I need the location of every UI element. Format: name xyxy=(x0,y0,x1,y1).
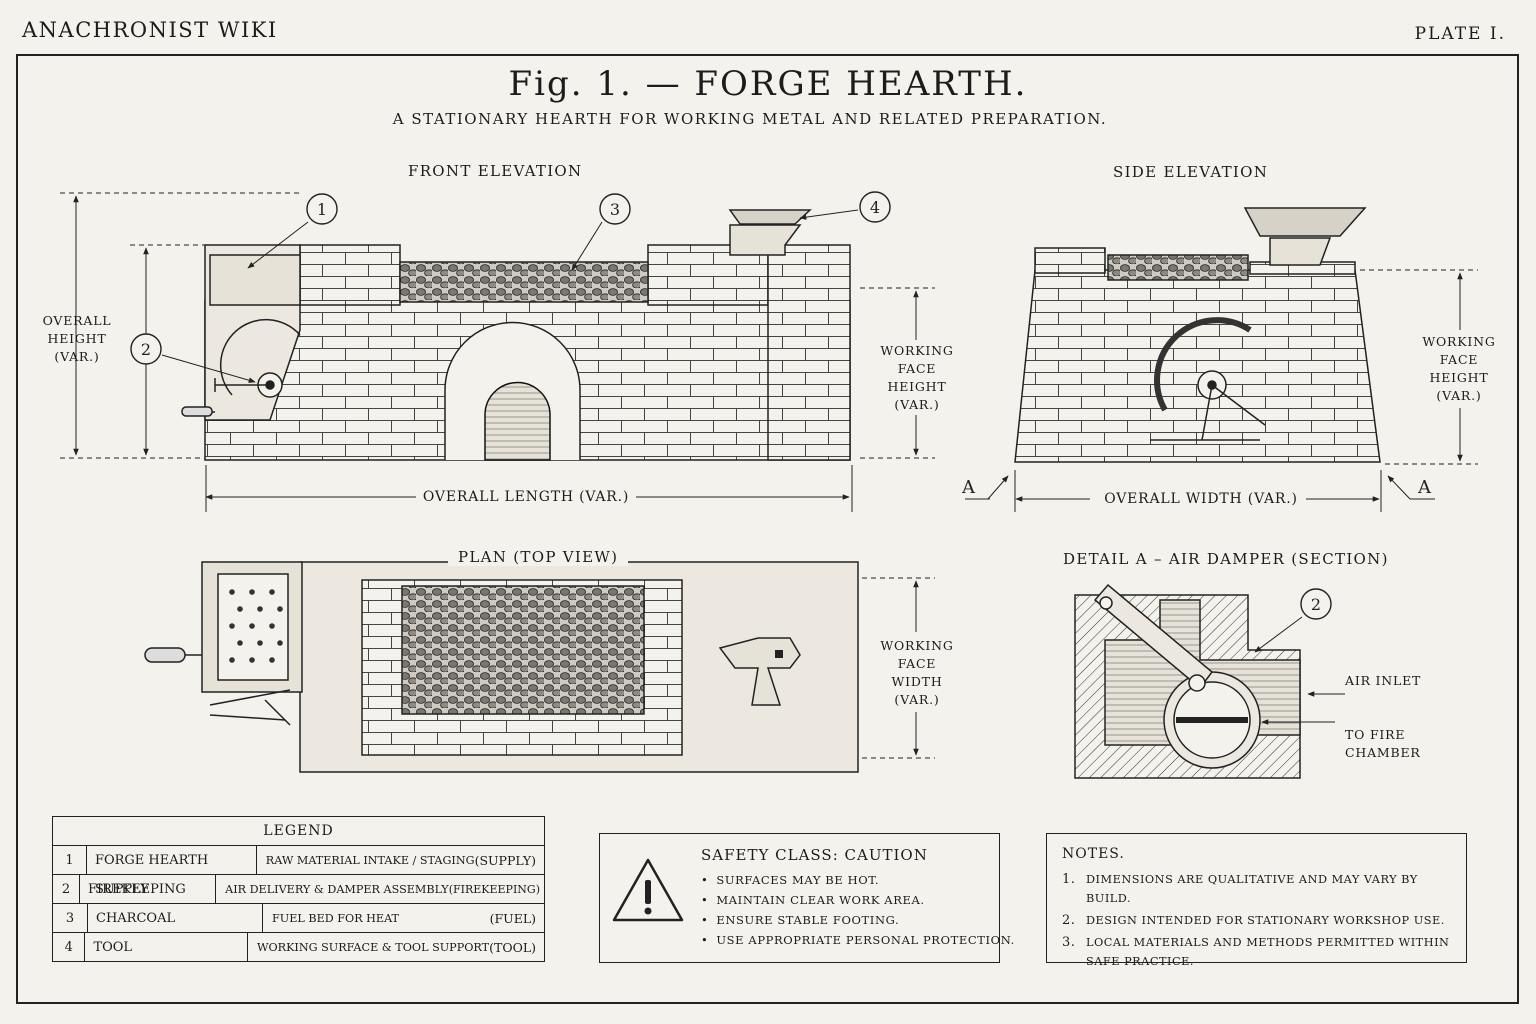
legend-description: FUEL BED FOR HEAT xyxy=(272,912,400,925)
overall-length-label: OVERALL LENGTH (VAR.) xyxy=(416,488,636,506)
list-item: 1. DIMENSIONS ARE QUALITATIVE AND MAY VAR… xyxy=(1062,870,1452,908)
section-mark-left: A xyxy=(961,477,976,498)
perforation-hole xyxy=(257,640,263,646)
legend-number: 2 xyxy=(53,875,81,903)
perforation-hole xyxy=(269,623,275,629)
side-dimensions xyxy=(965,269,1478,512)
note-text: LOCAL MATERIALS AND METHODS PERMITTED WI… xyxy=(1086,936,1450,968)
perforation-hole xyxy=(237,640,243,646)
perforation-hole xyxy=(249,623,255,629)
legend-number: 4 xyxy=(53,933,86,962)
perforation-hole xyxy=(237,606,243,612)
perforation-hole xyxy=(249,657,255,663)
list-item: MAINTAIN CLEAR WORK AREA. xyxy=(701,890,1015,910)
legend-title: LEGEND xyxy=(53,817,544,846)
list-item: SURFACES MAY BE HOT. xyxy=(701,870,1015,890)
note-number: 2. xyxy=(1062,913,1076,928)
perforation-hole xyxy=(269,657,275,663)
working-face-width-label: WORKING FACE WIDTH (VAR.) xyxy=(880,638,954,707)
note-text: DIMENSIONS ARE QUALITATIVE AND MAY VARY … xyxy=(1086,873,1418,905)
safety-box: SAFETY CLASS: CAUTION SURFACES MAY BE HO… xyxy=(599,833,1014,963)
legend-number: 3 xyxy=(53,904,88,932)
perforation-hole xyxy=(249,589,255,595)
note-number: 3. xyxy=(1062,935,1076,950)
to-fire-chamber-label: TO FIRE CHAMBER xyxy=(1345,727,1421,760)
section-marks: A A xyxy=(961,477,1432,498)
callout-4: 4 xyxy=(870,198,880,217)
legend-description: RAW MATERIAL INTAKE / STAGING xyxy=(265,854,475,867)
front-elevation xyxy=(181,209,851,461)
table-row: 3 CHARCOAL FUEL BED FOR HEAT (FUEL) xyxy=(53,904,544,933)
side-working-face-height-label: WORKING FACE HEIGHT (VAR.) xyxy=(1422,334,1496,403)
detail-a-section xyxy=(1074,583,1301,779)
callout-2: 2 xyxy=(141,340,151,359)
note-number: 1. xyxy=(1062,872,1076,887)
warning-icon xyxy=(612,858,684,922)
legend-description: WORKING SURFACE & TOOL SUPPORT xyxy=(256,941,490,954)
safety-list: SURFACES MAY BE HOT. MAINTAIN CLEAR WORK… xyxy=(701,870,1015,950)
list-item: ENSURE STABLE FOOTING. xyxy=(701,910,1015,930)
figure-title: Fig. 1. — FORGE HEARTH. xyxy=(508,64,1028,104)
list-item: 3. LOCAL MATERIALS AND METHODS PERMITTED … xyxy=(1062,933,1452,971)
detail-leaders xyxy=(1261,691,1345,725)
legend-name: CHARCOAL xyxy=(88,904,263,932)
callout-circles xyxy=(130,191,1332,620)
perforation-hole xyxy=(229,623,235,629)
legend-name: TOOL xyxy=(85,933,248,962)
legend-name: FIREKEEPING xyxy=(80,875,217,903)
table-row: 4 TOOL WORKING SURFACE & TOOL SUPPORT (T… xyxy=(53,933,544,962)
list-item: 2. DESIGN INTENDED FOR STATIONARY WORKSHO… xyxy=(1062,911,1452,930)
working-face-height-label: WORKING FACE HEIGHT (VAR.) xyxy=(880,343,954,412)
callout-2-detail: 2 xyxy=(1311,595,1321,614)
note-text: DESIGN INTENDED FOR STATIONARY WORKSHOP … xyxy=(1086,914,1445,927)
safety-title: SAFETY CLASS: CAUTION xyxy=(701,846,928,864)
perforation-hole xyxy=(257,606,263,612)
notes-box: NOTES. 1. DIMENSIONS ARE QUALITATIVE AND … xyxy=(1046,833,1467,968)
legend-tag: (FUEL) xyxy=(489,911,536,926)
plan-dimensions xyxy=(862,577,935,759)
legend-tag: (TOOL) xyxy=(489,940,536,955)
site-name: ANACHRONIST WIKI xyxy=(22,18,278,42)
notes-list: 1. DIMENSIONS ARE QUALITATIVE AND MAY VAR… xyxy=(1062,870,1452,974)
callout-numbers: 1 3 4 2 2 xyxy=(141,198,1321,614)
side-elevation xyxy=(1014,207,1381,463)
table-row: 1 FORGE HEARTH SUPPLY RAW MATERIAL INTAK… xyxy=(53,846,544,897)
section-mark-right: A xyxy=(1417,477,1432,498)
detail-a-label: DETAIL A – AIR DAMPER (SECTION) xyxy=(1063,550,1389,568)
notes-title: NOTES. xyxy=(1062,846,1125,862)
legend-description: AIR DELIVERY & DAMPER ASSEMBLY xyxy=(225,883,449,896)
side-elevation-label: SIDE ELEVATION xyxy=(1113,163,1269,181)
callout-3: 3 xyxy=(610,200,620,219)
legend-table: LEGEND 1 FORGE HEARTH SUPPLY RAW MATERIA… xyxy=(52,816,545,962)
plate-frame xyxy=(16,54,1519,1004)
perforation-hole xyxy=(229,657,235,663)
overall-height-label: OVERALL HEIGHT (VAR.) xyxy=(42,313,112,364)
plan-view xyxy=(144,561,859,773)
table-row: 2 FIREKEEPING AIR DELIVERY & DAMPER ASSE… xyxy=(53,875,544,904)
list-item: USE APPROPRIATE PERSONAL PROTECTION. xyxy=(701,930,1015,950)
legend-tag: (FIREKEEPING) xyxy=(448,883,540,896)
legend-number: 1 xyxy=(53,846,87,874)
legend-tag: (SUPPLY) xyxy=(474,853,536,868)
perforation-hole xyxy=(277,640,283,646)
plate-number: PLATE I. xyxy=(1414,24,1506,44)
callout-1: 1 xyxy=(317,200,327,219)
air-inlet-label: AIR INLET xyxy=(1345,673,1422,688)
perforation-hole xyxy=(229,589,235,595)
figure-subtitle: A STATIONARY HEARTH FOR WORKING METAL AN… xyxy=(392,110,1108,128)
plan-view-label: PLAN (TOP VIEW) xyxy=(448,548,629,566)
overall-width-label: OVERALL WIDTH (VAR.) xyxy=(1096,490,1306,508)
legend-name: FORGE HEARTH SUPPLY xyxy=(87,846,257,897)
perforation-hole xyxy=(277,606,283,612)
perforation-hole xyxy=(269,589,275,595)
front-elevation-label: FRONT ELEVATION xyxy=(408,162,583,180)
callout-leaders xyxy=(161,209,1303,653)
